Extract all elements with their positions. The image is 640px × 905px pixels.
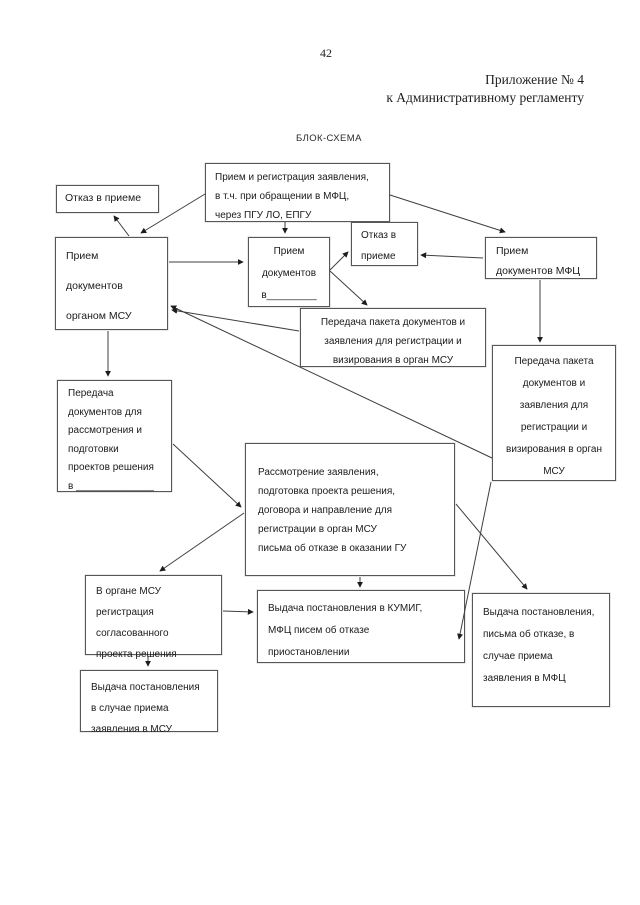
arrow-peredacha-docs-to-rassmotrenie	[172, 443, 242, 508]
arrow-v-organe-to-vydacha-kumig	[222, 608, 254, 615]
appendix-line-2: к Административному регламенту	[386, 90, 584, 105]
node-docs-reception-mfc: Прием документов МФЦ	[485, 237, 597, 279]
node-docs-reception-blank: Прием документов в_________	[248, 237, 330, 307]
arrow-priem-v-to-peredacha-reg	[329, 270, 368, 306]
arrow-rassmotrenie-to-v-organe	[159, 512, 245, 572]
arrow-priem-v-to-otkaz2	[329, 251, 349, 271]
node-msu-registration-draft: В органе МСУ регистрация согласованного …	[85, 575, 222, 660]
node-issue-resolution-msu: Выдача постановления в случае приема зая…	[80, 670, 218, 735]
node-refusal-middle: Отказ в приеме	[351, 222, 418, 266]
node-package-transfer-tall: Передача пакета документов и заявления д…	[492, 345, 616, 481]
node-docs-transfer-review: Передача документов для рассмотрения и п…	[57, 380, 172, 492]
node-issue-resolution-kumig: Выдача постановления в КУМИГ, МФЦ писем …	[257, 590, 465, 663]
arrow-priem-msu-to-otkaz1	[113, 215, 130, 237]
node-application-review: Рассмотрение заявления, подготовка проек…	[245, 443, 455, 576]
node-refusal-top: Отказ в приеме	[56, 185, 159, 213]
page-number: 42	[320, 46, 332, 60]
node-package-transfer-wide: Передача пакета документов и заявления д…	[300, 308, 486, 367]
diagram-title: БЛОК-СХЕМА	[296, 133, 362, 144]
arrow-priem-mfc-to-otkaz2	[420, 252, 484, 259]
node-docs-reception-msu: Прием документов органом МСУ	[55, 237, 168, 330]
node-issue-resolution-mfc: Выдача постановления, письма об отказе, …	[472, 593, 610, 707]
appendix-header: Приложение № 4 к Административному регла…	[386, 71, 584, 107]
arrow-rassmotrenie-to-vydacha-mfc	[455, 503, 528, 590]
node-reception-registration: Прием и регистрация заявления, в т.ч. пр…	[205, 163, 390, 222]
appendix-line-1: Приложение № 4	[485, 72, 584, 87]
arrow-peredacha-reg-to-priem-msu	[171, 307, 300, 332]
